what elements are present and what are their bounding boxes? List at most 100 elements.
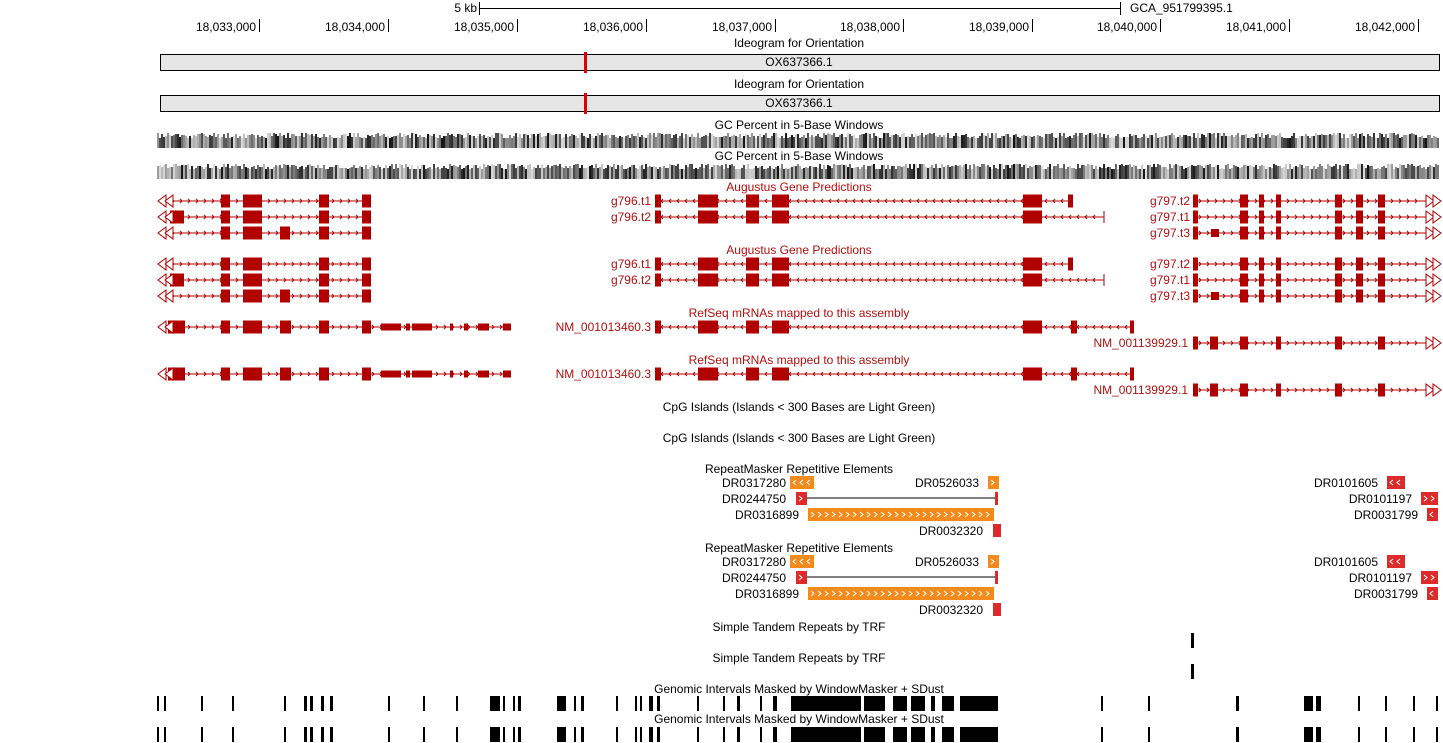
gc-window-bar bbox=[1265, 169, 1267, 179]
intron-arrow bbox=[1254, 198, 1258, 204]
repeat-label-dr0244750[interactable]: DR0244750 bbox=[721, 492, 786, 506]
ideogram-chrom-label: OX637366.1 bbox=[765, 55, 833, 69]
repeat-label-dr0101197[interactable]: DR0101197 bbox=[1348, 492, 1412, 506]
windowmasker-track[interactable] bbox=[0, 727, 1443, 742]
refseq-label-nm-001139929[interactable]: NM_001139929.1 bbox=[1093, 383, 1188, 397]
intron-arrow bbox=[347, 293, 351, 299]
gc-window-bar bbox=[169, 135, 171, 148]
gc-window-bar bbox=[1175, 138, 1177, 148]
gc-window-bar bbox=[671, 138, 673, 148]
repeat-label-dr0526033[interactable]: DR0526033 bbox=[914, 555, 979, 569]
gc-window-bar bbox=[1349, 169, 1351, 179]
gc-window-bar bbox=[1229, 136, 1231, 148]
ideogram-chromosome[interactable] bbox=[160, 95, 1440, 112]
gc-window-bar bbox=[869, 166, 871, 179]
gc-percent-track[interactable] bbox=[157, 132, 1439, 148]
gc-window-bar bbox=[459, 134, 461, 148]
gene-label-g796-t1[interactable]: g796.t1 bbox=[610, 257, 651, 271]
gene-label-g797-t2[interactable]: g797.t2 bbox=[1149, 194, 1190, 208]
gc-window-bar bbox=[251, 167, 253, 179]
repeat-label-dr0032320[interactable]: DR0032320 bbox=[918, 603, 983, 617]
gc-window-bar bbox=[417, 137, 419, 148]
masked-interval bbox=[456, 727, 458, 742]
gc-window-bar bbox=[921, 164, 923, 179]
intron-arrow bbox=[1060, 214, 1064, 220]
gc-window-bar bbox=[827, 133, 829, 148]
gene-label-g797-t1[interactable]: g797.t1 bbox=[1149, 273, 1190, 287]
gc-window-bar bbox=[1431, 166, 1433, 179]
repeat-label-dr0316899[interactable]: DR0316899 bbox=[734, 587, 799, 601]
repeat-label-dr0316899[interactable]: DR0316899 bbox=[734, 508, 799, 522]
repeat-strand-arrow bbox=[901, 590, 906, 597]
intron-arrow bbox=[732, 371, 736, 377]
gc-window-bar bbox=[369, 167, 371, 179]
exon bbox=[478, 323, 489, 331]
gc-window-bar bbox=[687, 135, 689, 148]
gene-label-g797-t2[interactable]: g797.t2 bbox=[1149, 257, 1190, 271]
repeat-label-dr0317280[interactable]: DR0317280 bbox=[721, 555, 786, 569]
gc-window-bar bbox=[287, 133, 289, 148]
masked-interval bbox=[1101, 727, 1103, 742]
repeat-element bbox=[1387, 555, 1405, 568]
repeat-label-dr0317280[interactable]: DR0317280 bbox=[721, 476, 786, 490]
intron-arrow bbox=[499, 371, 503, 377]
repeat-label-dr0032320[interactable]: DR0032320 bbox=[918, 524, 983, 538]
gc-window-bar bbox=[501, 168, 503, 179]
intron-arrow bbox=[724, 277, 728, 283]
repeat-strand-arrow bbox=[957, 511, 962, 518]
refseq-label-nm-001013460[interactable]: NM_001013460.3 bbox=[555, 320, 651, 334]
repeat-label-dr0101197[interactable]: DR0101197 bbox=[1348, 571, 1412, 585]
gc-window-bar bbox=[449, 135, 451, 148]
gc-window-bar bbox=[933, 168, 935, 179]
gene-label-g796-t2[interactable]: g796.t2 bbox=[610, 210, 651, 224]
repeat-label-dr0031799[interactable]: DR0031799 bbox=[1353, 587, 1418, 601]
ideogram-chromosome[interactable] bbox=[160, 54, 1440, 71]
tandem-repeat-feature[interactable] bbox=[1191, 664, 1194, 679]
gc-window-bar bbox=[471, 168, 473, 179]
gc-window-bar bbox=[465, 166, 467, 179]
gc-window-bar bbox=[1383, 166, 1385, 179]
gc-window-bar bbox=[867, 166, 869, 179]
gc-window-bar bbox=[1105, 138, 1107, 148]
repeat-label-dr0526033[interactable]: DR0526033 bbox=[914, 476, 979, 490]
intron-arrow bbox=[740, 324, 744, 330]
exon bbox=[362, 257, 371, 271]
gc-percent-track[interactable] bbox=[157, 163, 1439, 179]
gene-label-g797-t1[interactable]: g797.t1 bbox=[1149, 210, 1190, 224]
gc-window-bar bbox=[1243, 135, 1245, 148]
gene-label-g796-t1[interactable]: g796.t1 bbox=[610, 194, 651, 208]
intron-arrow bbox=[732, 198, 736, 204]
tandem-repeat-feature[interactable] bbox=[1191, 633, 1194, 648]
gc-window-bar bbox=[209, 168, 211, 179]
gene-label-g796-t2[interactable]: g796.t2 bbox=[610, 273, 651, 287]
gene-label-g797-t3[interactable]: g797.t3 bbox=[1149, 289, 1190, 303]
repeat-label-dr0244750[interactable]: DR0244750 bbox=[721, 571, 786, 585]
intron-arrow bbox=[331, 198, 335, 204]
repeat-label-dr0101605[interactable]: DR0101605 bbox=[1313, 476, 1378, 490]
gc-window-bar bbox=[771, 168, 773, 179]
repeat-label-dr0031799[interactable]: DR0031799 bbox=[1353, 508, 1418, 522]
gc-window-bar bbox=[767, 168, 769, 179]
windowmasker-track[interactable] bbox=[0, 696, 1443, 711]
gc-window-bar bbox=[947, 133, 949, 148]
gc-window-bar bbox=[883, 165, 885, 179]
gc-window-bar bbox=[527, 135, 529, 148]
scale-bar bbox=[479, 8, 1121, 9]
repeat-element bbox=[808, 508, 994, 521]
intron-arrow bbox=[211, 214, 215, 220]
intron-arrow bbox=[1326, 387, 1330, 393]
gc-window-bar bbox=[1409, 165, 1411, 179]
masked-interval bbox=[1413, 727, 1415, 742]
exon bbox=[1259, 289, 1264, 303]
repeat-element bbox=[1421, 492, 1438, 505]
intron-arrow bbox=[195, 198, 199, 204]
refseq-label-nm-001139929[interactable]: NM_001139929.1 bbox=[1093, 336, 1188, 350]
repeat-label-dr0101605[interactable]: DR0101605 bbox=[1313, 555, 1378, 569]
refseq-label-nm-001013460[interactable]: NM_001013460.3 bbox=[555, 367, 651, 381]
gc-window-bar bbox=[1187, 167, 1189, 179]
gc-window-bar bbox=[491, 164, 493, 179]
gene-label-g797-t3[interactable]: g797.t3 bbox=[1149, 226, 1190, 240]
gc-window-bar bbox=[803, 168, 805, 179]
